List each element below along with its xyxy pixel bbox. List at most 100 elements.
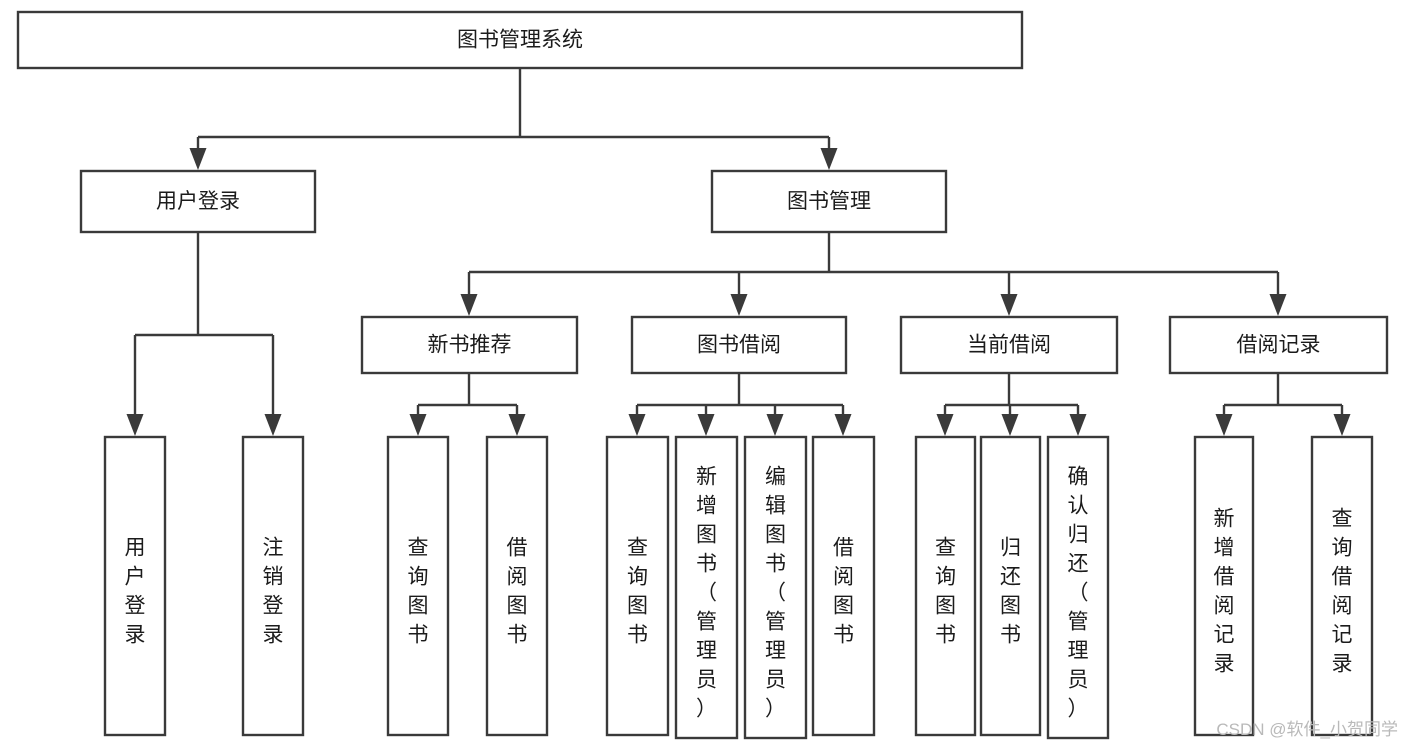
node-box-current-borrow[interactable] <box>899 315 1119 375</box>
node-label-leaf-confirm-return: 确认归还（管理员） <box>1068 465 1089 720</box>
node-label-user-login: 用户登录 <box>156 190 240 213</box>
node-leaf-add-book[interactable]: 新增图书（管理员） <box>674 435 739 740</box>
node-leaf-confirm-return[interactable]: 确认归还（管理员） <box>1046 435 1110 740</box>
node-book-manage[interactable]: 图书管理 <box>710 169 948 234</box>
arrow-head-icon <box>508 414 526 436</box>
connector-drop <box>1333 405 1351 436</box>
connector-drop <box>409 405 427 436</box>
node-box-leaf-add-book[interactable] <box>674 435 739 740</box>
arrow-head-icon <box>697 414 715 436</box>
node-leaf-add-record[interactable]: 新增借阅记录 <box>1193 435 1255 737</box>
node-leaf-query-record[interactable]: 查询借阅记录 <box>1310 435 1374 737</box>
node-label-root: 图书管理系统 <box>457 29 583 52</box>
node-box-leaf-query-book-1[interactable] <box>386 435 450 737</box>
node-box-user-login[interactable] <box>79 169 317 234</box>
arrow-head-icon <box>1333 414 1351 436</box>
node-label-leaf-query-book-2: 查询图书 <box>627 536 648 646</box>
node-leaf-logout[interactable]: 注销登录 <box>241 435 305 737</box>
node-user-login[interactable]: 用户登录 <box>79 169 317 234</box>
connector-drop <box>1000 272 1018 316</box>
node-label-leaf-edit-book: 编辑图书（管理员） <box>765 465 786 720</box>
node-new-book-rec[interactable]: 新书推荐 <box>360 315 579 375</box>
arrow-head-icon <box>264 414 282 436</box>
node-label-leaf-return-book: 归还图书 <box>1000 536 1021 646</box>
arrow-head-icon <box>766 414 784 436</box>
node-box-leaf-borrow-book-2[interactable] <box>811 435 876 737</box>
node-leaf-borrow-book-2[interactable]: 借阅图书 <box>811 435 876 737</box>
node-label-leaf-borrow-book-2: 借阅图书 <box>833 536 854 646</box>
node-box-leaf-query-book-2[interactable] <box>605 435 670 737</box>
node-label-leaf-borrow-book-1: 借阅图书 <box>507 536 528 646</box>
arrow-head-icon <box>460 294 478 316</box>
arrow-head-icon <box>1001 414 1019 436</box>
node-box-leaf-confirm-return[interactable] <box>1046 435 1110 740</box>
arrow-head-icon <box>1069 414 1087 436</box>
connector-layer <box>126 68 1351 436</box>
node-label-leaf-add-book: 新增图书（管理员） <box>696 465 717 720</box>
connector-drop <box>1001 405 1019 436</box>
node-box-leaf-logout[interactable] <box>241 435 305 737</box>
node-box-leaf-edit-book[interactable] <box>743 435 808 740</box>
connector-drop <box>508 405 526 436</box>
node-book-borrow[interactable]: 图书借阅 <box>630 315 848 375</box>
node-label-current-borrow: 当前借阅 <box>967 334 1051 357</box>
connector-drop <box>189 137 207 170</box>
connector-drop <box>730 272 748 316</box>
connector-drop <box>126 335 144 436</box>
connector-drop <box>628 405 646 436</box>
arrow-head-icon <box>409 414 427 436</box>
node-label-new-book-rec: 新书推荐 <box>428 334 512 357</box>
arrow-head-icon <box>834 414 852 436</box>
node-label-leaf-add-record: 新增借阅记录 <box>1214 507 1235 675</box>
connector-drop <box>264 335 282 436</box>
node-leaf-query-book-3[interactable]: 查询图书 <box>914 435 977 737</box>
node-label-borrow-record: 借阅记录 <box>1237 334 1321 357</box>
node-borrow-record[interactable]: 借阅记录 <box>1168 315 1389 375</box>
connector-drop <box>820 137 838 170</box>
node-leaf-return-book[interactable]: 归还图书 <box>979 435 1042 737</box>
node-box-leaf-query-record[interactable] <box>1310 435 1374 737</box>
node-label-leaf-query-book-1: 查询图书 <box>408 536 429 646</box>
node-leaf-user-login[interactable]: 用户登录 <box>103 435 167 737</box>
node-label-leaf-query-record: 查询借阅记录 <box>1332 507 1353 675</box>
node-current-borrow[interactable]: 当前借阅 <box>899 315 1119 375</box>
node-root[interactable]: 图书管理系统 <box>16 10 1024 70</box>
node-box-leaf-borrow-book-1[interactable] <box>485 435 549 737</box>
node-label-leaf-query-book-3: 查询图书 <box>935 536 956 646</box>
node-box-leaf-query-book-3[interactable] <box>914 435 977 737</box>
node-box-book-manage[interactable] <box>710 169 948 234</box>
node-box-leaf-user-login[interactable] <box>103 435 167 737</box>
node-leaf-borrow-book-1[interactable]: 借阅图书 <box>485 435 549 737</box>
arrow-head-icon <box>820 148 838 170</box>
watermark-label: CSDN @软件_小贺同学 <box>1216 720 1398 739</box>
arrow-head-icon <box>126 414 144 436</box>
node-box-new-book-rec[interactable] <box>360 315 579 375</box>
arrow-head-icon <box>628 414 646 436</box>
node-leaf-edit-book[interactable]: 编辑图书（管理员） <box>743 435 808 740</box>
connector-drop <box>1269 272 1287 316</box>
node-box-root[interactable] <box>16 10 1024 70</box>
connector-drop <box>460 272 478 316</box>
connector-drop <box>1069 405 1087 436</box>
node-label-book-manage: 图书管理 <box>787 190 871 213</box>
connector-drop <box>697 405 715 436</box>
node-label-leaf-user-login: 用户登录 <box>125 536 146 646</box>
node-layer: 图书管理系统用户登录图书管理新书推荐图书借阅当前借阅借阅记录用户登录注销登录查询… <box>16 10 1389 740</box>
arrow-head-icon <box>1000 294 1018 316</box>
arrow-head-icon <box>189 148 207 170</box>
node-box-book-borrow[interactable] <box>630 315 848 375</box>
node-box-leaf-add-record[interactable] <box>1193 435 1255 737</box>
arrow-head-icon <box>936 414 954 436</box>
node-leaf-query-book-2[interactable]: 查询图书 <box>605 435 670 737</box>
node-box-borrow-record[interactable] <box>1168 315 1389 375</box>
arrow-head-icon <box>1269 294 1287 316</box>
node-label-leaf-logout: 注销登录 <box>263 536 284 646</box>
arrow-head-icon <box>1215 414 1233 436</box>
connector-drop <box>1215 405 1233 436</box>
node-box-leaf-return-book[interactable] <box>979 435 1042 737</box>
node-leaf-query-book-1[interactable]: 查询图书 <box>386 435 450 737</box>
connector-drop <box>766 405 784 436</box>
arrow-head-icon <box>730 294 748 316</box>
